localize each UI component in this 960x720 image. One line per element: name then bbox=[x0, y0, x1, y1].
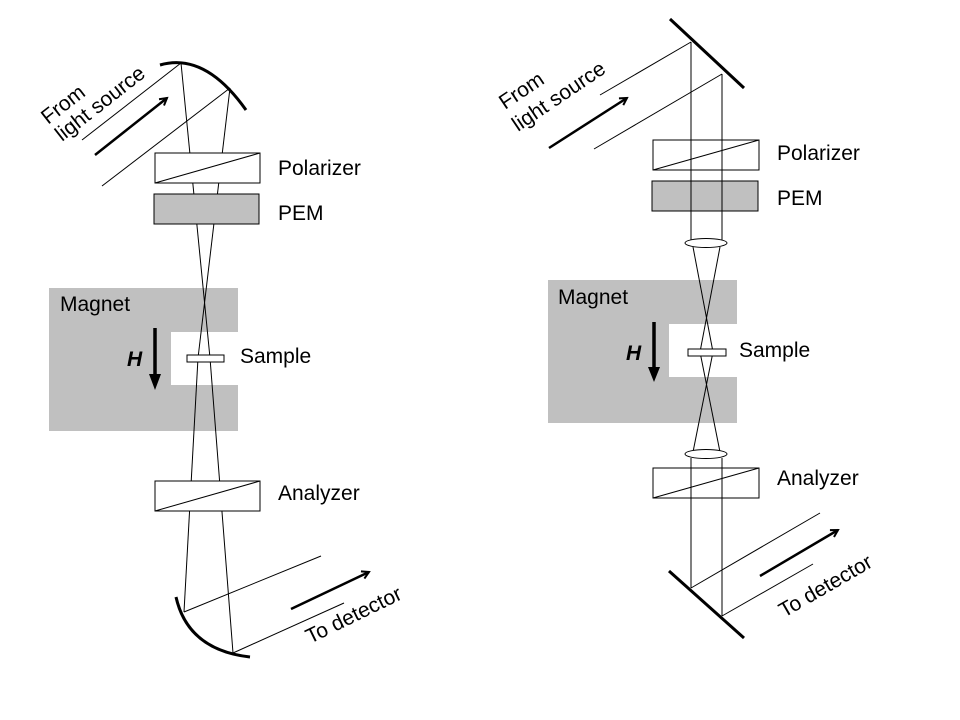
right-bottom-flat-mirror bbox=[668, 569, 745, 640]
left-pem-label: PEM bbox=[278, 202, 324, 225]
left-pem bbox=[153, 193, 260, 225]
left-sample bbox=[186, 354, 225, 363]
left-polarizer-label: Polarizer bbox=[278, 157, 361, 180]
right-pem-label: PEM bbox=[777, 187, 823, 210]
left-bottom-curved-mirror bbox=[174, 596, 251, 659]
right-detector-label: To detector bbox=[775, 550, 876, 622]
right-top-lens bbox=[684, 238, 728, 248]
right-incoming-ray-2 bbox=[593, 73, 723, 150]
svg-text:To detector: To detector bbox=[775, 550, 876, 622]
right-polarizer-label: Polarizer bbox=[777, 142, 860, 165]
right-outgoing-arrow-icon bbox=[759, 528, 838, 578]
left-field-arrowhead-icon bbox=[149, 374, 161, 390]
right-outgoing-ray-2 bbox=[721, 563, 814, 617]
left-setup: Magnet H From light source Polarizer PEM bbox=[37, 61, 406, 659]
right-bottom-lens bbox=[684, 449, 728, 459]
right-top-flat-mirror bbox=[668, 17, 746, 90]
left-analyzer-label: Analyzer bbox=[278, 482, 360, 505]
left-incoming-arrow-icon bbox=[94, 98, 167, 156]
left-magnet bbox=[49, 288, 238, 431]
right-analyzer-label: Analyzer bbox=[777, 467, 859, 490]
right-outgoing-ray-1 bbox=[690, 512, 821, 589]
right-magnet bbox=[548, 280, 737, 423]
left-outgoing-ray-2 bbox=[232, 602, 345, 654]
right-field-label: H bbox=[626, 342, 642, 365]
left-incoming-ray-2 bbox=[101, 87, 231, 187]
left-magnet-label: Magnet bbox=[60, 293, 130, 316]
right-incoming-ray-1 bbox=[599, 41, 692, 96]
right-pem bbox=[651, 180, 759, 212]
right-sample-label: Sample bbox=[739, 339, 810, 362]
left-outgoing-ray-1 bbox=[183, 555, 322, 613]
right-incoming-arrow-icon bbox=[548, 98, 627, 150]
left-field-label: H bbox=[127, 348, 143, 371]
left-outgoing-arrow-icon bbox=[290, 572, 369, 611]
left-top-curved-mirror bbox=[159, 61, 248, 111]
right-setup: Magnet H From light source Polarizer PEM bbox=[495, 17, 876, 640]
left-incoming-ray-1 bbox=[81, 62, 182, 141]
right-sample bbox=[687, 348, 727, 357]
right-field-arrowhead-icon bbox=[648, 367, 660, 382]
left-sample-label: Sample bbox=[240, 345, 311, 368]
right-magnet-label: Magnet bbox=[558, 286, 628, 309]
